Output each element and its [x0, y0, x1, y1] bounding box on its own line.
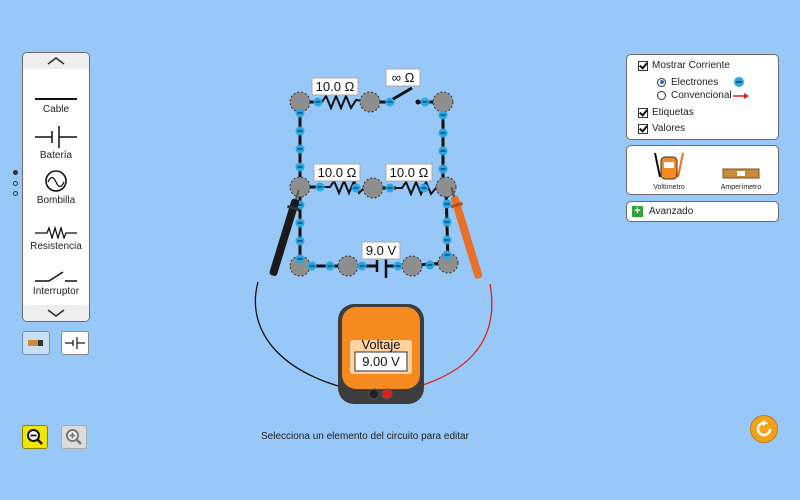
voltmeter-reading: 9.00 V [362, 354, 400, 369]
black-probe[interactable] [267, 189, 304, 278]
resistor-mid-left[interactable] [322, 178, 372, 196]
conventional-label: Convencional [671, 90, 732, 101]
ammeter-tool-label: Amperímetro [720, 184, 762, 191]
resistor-top-label[interactable]: 10.0 Ω [311, 77, 359, 96]
voltmeter-tool[interactable]: Voltímetro [649, 149, 689, 193]
page-indicator-dot[interactable] [13, 181, 18, 186]
conventional-radio[interactable]: Convencional [657, 90, 749, 101]
battery-icon [35, 126, 77, 148]
bulb-icon [45, 170, 67, 192]
labels-label: Etiquetas [652, 107, 694, 118]
svg-text:10.0 Ω: 10.0 Ω [318, 165, 357, 180]
checkbox-checked-icon [638, 123, 648, 134]
labels-checkbox[interactable]: Etiquetas [638, 107, 694, 118]
voltmeter-body[interactable] [338, 304, 424, 404]
values-label: Valores [652, 123, 686, 134]
wire-icon [35, 98, 77, 100]
page-indicator-dot-active[interactable] [13, 170, 18, 175]
electrons-radio[interactable]: Electrones [657, 76, 745, 88]
show-current-label: Mostrar Corriente [652, 60, 730, 71]
red-arrow-icon [733, 92, 749, 99]
voltmeter-title: Voltaje [361, 337, 400, 352]
switch-label[interactable]: ∞ Ω [385, 68, 421, 87]
toolbox-item-label: Cable [42, 104, 70, 115]
zoom-in-button[interactable] [61, 425, 87, 449]
toolbox-item-label: Bombilla [36, 195, 76, 206]
voltmeter-tool-icon [654, 152, 684, 180]
chevron-down-icon [47, 309, 65, 317]
selection-hint: Selecciona un elemento del circuito para… [261, 431, 469, 442]
ammeter-tool[interactable]: Amperímetro [719, 149, 763, 193]
chevron-up-icon [47, 57, 65, 65]
ammeter-tool-icon [722, 168, 760, 179]
plus-icon: + [632, 206, 643, 217]
lifelike-battery-icon [28, 340, 43, 346]
battery-label[interactable]: 9.0 V [361, 241, 401, 260]
measurement-tools-panel: Voltímetro Amperímetro [626, 145, 779, 195]
toolbox-item-switch[interactable]: Interruptor [23, 265, 89, 305]
resistor-mid-right[interactable] [396, 179, 447, 197]
radio-selected-icon [657, 77, 666, 87]
reset-icon [756, 420, 772, 437]
values-checkbox[interactable]: Valores [638, 123, 685, 134]
show-current-checkbox[interactable]: Mostrar Corriente [638, 60, 730, 71]
voltmeter-tool-label: Voltímetro [653, 184, 685, 191]
radio-unselected-icon [657, 91, 666, 100]
resistor-mid-left-label[interactable]: 10.0 Ω [313, 163, 361, 182]
component-toolbox: Cable Batería Bombilla Resistencia Inter… [22, 52, 90, 322]
svg-text:∞ Ω: ∞ Ω [392, 70, 415, 85]
resistor-top[interactable] [316, 93, 371, 111]
schematic-battery-icon [65, 337, 85, 349]
checkbox-checked-icon [638, 107, 648, 118]
page-indicator-dot[interactable] [13, 191, 18, 196]
resistor-mid-right-label[interactable]: 10.0 Ω [385, 163, 433, 182]
toolbox-scroll-down-button[interactable] [23, 305, 89, 321]
switch-icon [35, 271, 77, 282]
electrons-label: Electrones [671, 76, 719, 88]
resistor-icon [35, 225, 77, 241]
electron-particles [295, 97, 452, 271]
zoom-out-button[interactable] [22, 425, 48, 449]
reset-button[interactable] [750, 415, 778, 443]
toolbox-item-resistor[interactable]: Resistencia [23, 225, 89, 261]
toolbox-item-label: Resistencia [30, 241, 82, 252]
advanced-label: Avanzado [649, 206, 694, 217]
svg-text:10.0 Ω: 10.0 Ω [316, 79, 355, 94]
toolbox-item-label: Interruptor [32, 286, 80, 297]
schematic-view-button[interactable] [61, 331, 89, 355]
zoom-out-icon [27, 429, 43, 445]
options-panel: Mostrar Corriente Electrones Convenciona… [626, 54, 779, 140]
toolbox-item-battery[interactable]: Batería [23, 123, 89, 163]
toolbox-item-bulb[interactable]: Bombilla [23, 167, 89, 209]
advanced-accordion[interactable]: + Avanzado [626, 201, 779, 222]
toolbox-item-label: Batería [39, 150, 73, 161]
checkbox-checked-icon [638, 60, 648, 71]
svg-text:9.0 V: 9.0 V [366, 243, 397, 258]
svg-text:10.0 Ω: 10.0 Ω [390, 165, 429, 180]
toolbox-item-wire[interactable]: Cable [23, 81, 89, 117]
toolbox-scroll-up-button[interactable] [23, 53, 89, 69]
lifelike-view-button[interactable] [22, 331, 50, 355]
zoom-in-icon [66, 429, 82, 445]
red-probe[interactable] [446, 186, 485, 280]
electron-icon [734, 77, 744, 87]
